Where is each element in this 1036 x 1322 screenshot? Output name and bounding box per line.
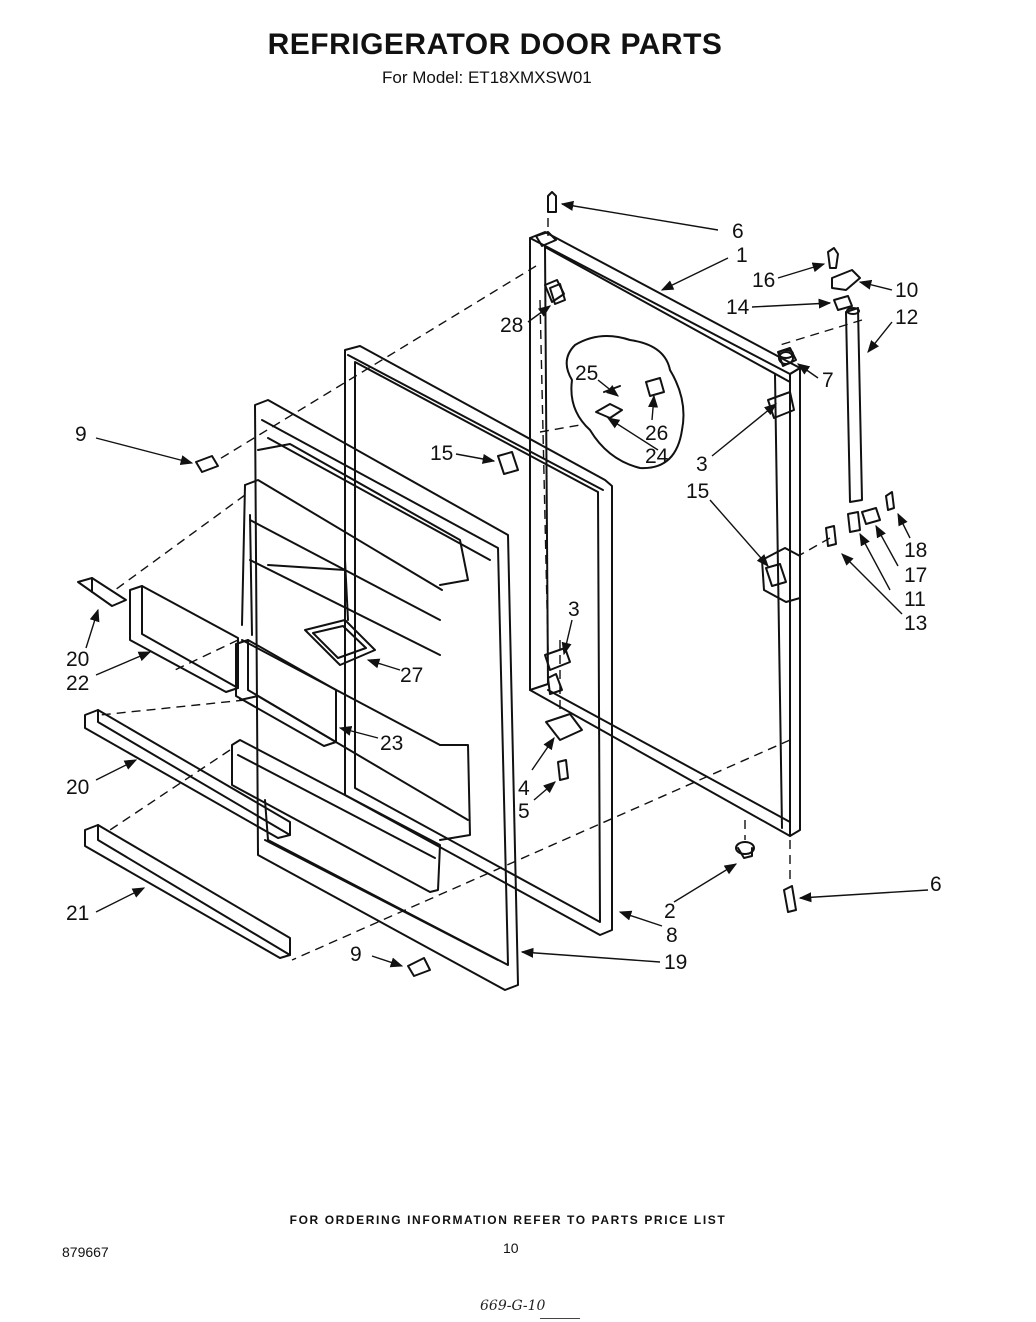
callout-label: 3: [568, 598, 580, 621]
model-subtitle: For Model: ET18XMXSW01: [382, 68, 592, 87]
callout-label: 5: [518, 800, 530, 823]
callout-label: 28: [500, 314, 523, 337]
callout-label: 24: [645, 445, 669, 468]
outer-door-frame: [529, 231, 801, 837]
leader-lines: [85, 200, 929, 968]
door-gasket: [344, 345, 613, 936]
callout-label: 7: [822, 369, 834, 392]
alignment-lines: [99, 218, 863, 961]
callout-label: 13: [904, 612, 927, 635]
callout-label: 11: [904, 588, 926, 611]
page-number: 10: [503, 1240, 519, 1256]
callout-label: 3: [696, 453, 708, 476]
callout-label: 18: [904, 539, 927, 562]
callout-label: 25: [575, 362, 598, 385]
callout-label: 14: [726, 296, 750, 319]
callout-label: 17: [904, 564, 927, 587]
loose-hardware: [195, 191, 895, 977]
handwritten-code: 669-G-10: [480, 1298, 546, 1314]
callout-label: 27: [400, 664, 423, 687]
callout-label: 9: [350, 943, 362, 966]
ordering-note: FOR ORDERING INFORMATION REFER TO PARTS …: [289, 1213, 727, 1227]
callout-label: 20: [66, 648, 89, 671]
callout-numbers: 6 1 16 10 14 12 28 7 25 26 24 3 9 15 15 …: [66, 220, 942, 974]
callout-label: 23: [380, 732, 403, 755]
callout-label: 6: [930, 873, 942, 896]
handwritten-underline: [540, 1318, 580, 1319]
callout-label: 1: [736, 244, 748, 267]
shelf-bars: [77, 577, 337, 959]
callout-label: 4: [518, 777, 530, 800]
callout-label: 19: [664, 951, 687, 974]
page-title: REFRIGERATOR DOOR PARTS: [267, 28, 723, 61]
callout-label: 9: [75, 423, 87, 446]
callout-label: 2: [664, 900, 676, 923]
callout-label: 20: [66, 776, 89, 799]
callout-label: 22: [66, 672, 89, 695]
document-number: 879667: [62, 1244, 109, 1260]
callout-label: 10: [895, 279, 918, 302]
callout-label: 15: [430, 442, 453, 465]
callout-label: 26: [645, 422, 668, 445]
callout-label: 21: [66, 902, 89, 925]
callout-label: 16: [752, 269, 775, 292]
door-liner: [231, 399, 519, 991]
callout-label: 15: [686, 480, 709, 503]
callout-label: 12: [895, 306, 918, 329]
callout-label: 8: [666, 924, 678, 947]
callout-label: 6: [732, 220, 744, 243]
door-handle: [845, 307, 863, 503]
